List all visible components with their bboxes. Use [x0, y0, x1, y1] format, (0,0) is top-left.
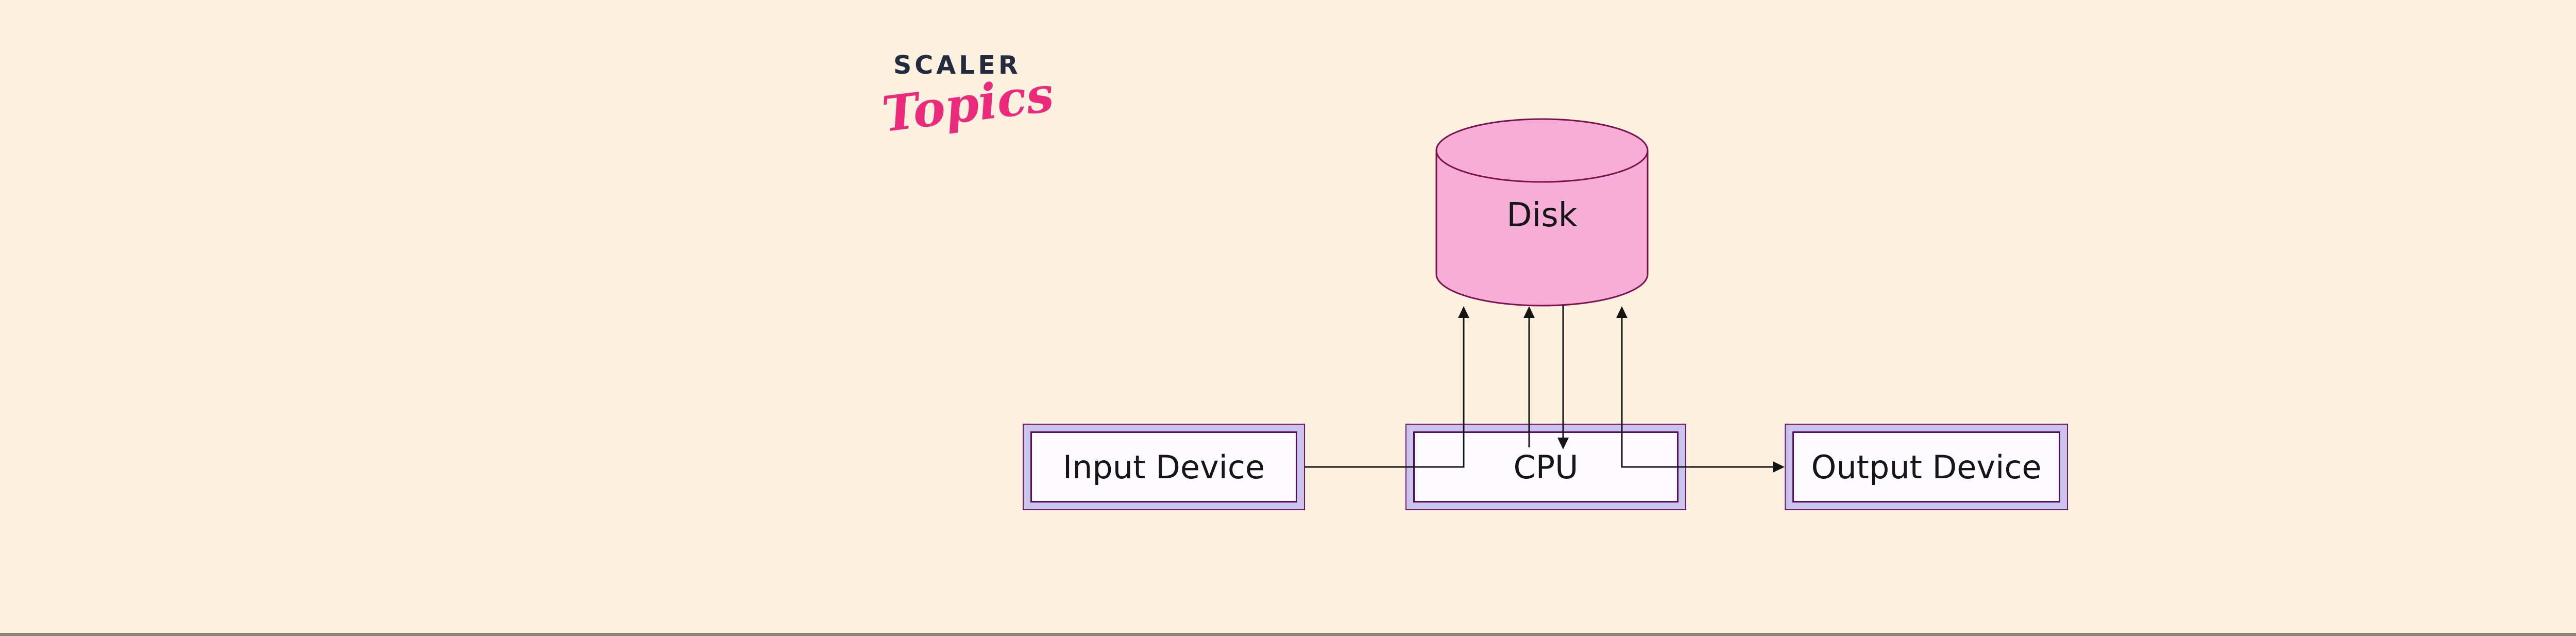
cpu-box: CPU	[1405, 424, 1686, 510]
output-device-box: Output Device	[1785, 424, 2068, 510]
scaler-topics-logo: SCALER Topics	[879, 46, 1057, 160]
disk-body	[1435, 150, 1649, 307]
disk-cylinder: Disk	[1435, 118, 1649, 307]
cpu-label: CPU	[1413, 431, 1679, 503]
arrowhead-right	[1773, 461, 1785, 473]
disk-label: Disk	[1506, 196, 1577, 235]
input-device-box: Input Device	[1023, 424, 1305, 510]
arrowhead-up-left	[1458, 306, 1469, 318]
input-device-label: Input Device	[1030, 431, 1297, 503]
logo-brand-text: SCALER	[893, 51, 1021, 80]
arrowhead-up-middle	[1523, 306, 1535, 318]
arrowhead-up-right	[1616, 306, 1628, 318]
disk-top-ellipse	[1435, 118, 1649, 183]
output-device-label: Output Device	[1792, 431, 2060, 503]
bottom-border-strip	[0, 633, 2576, 636]
